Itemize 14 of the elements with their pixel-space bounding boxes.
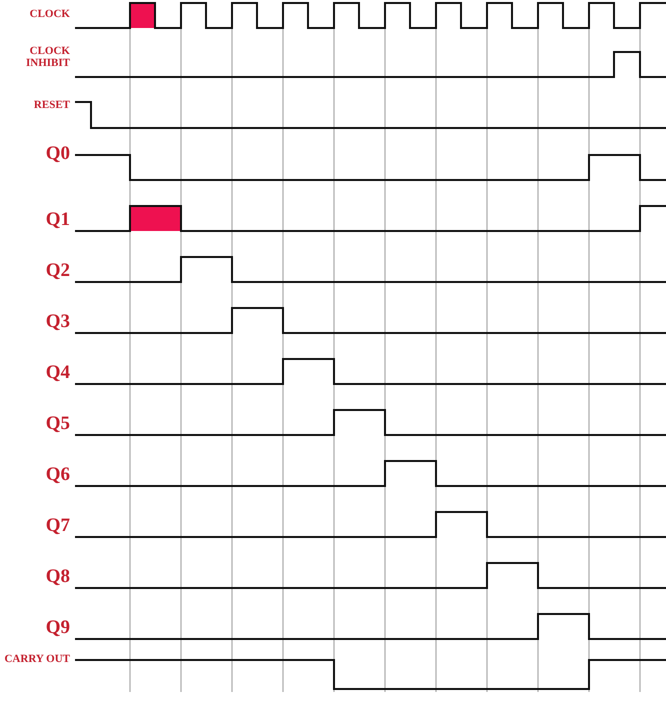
signal-label: CLOCK INHIBIT (24, 46, 70, 70)
signal-label: CLOCK (28, 9, 70, 21)
signal-label: RESET (32, 100, 70, 112)
signal-label: Q9 (44, 618, 70, 638)
signal-label: Q2 (44, 261, 70, 281)
signal-label: Q0 (44, 144, 70, 164)
signal-label: Q7 (44, 516, 70, 536)
signal-label: Q5 (44, 414, 70, 434)
signal-label: CARRY OUT (3, 654, 70, 666)
signal-label: Q3 (44, 312, 70, 332)
signal-label: Q4 (44, 363, 70, 383)
signal-label: Q6 (44, 465, 70, 485)
signal-label: Q8 (44, 567, 70, 587)
signal-label: Q1 (44, 210, 70, 230)
